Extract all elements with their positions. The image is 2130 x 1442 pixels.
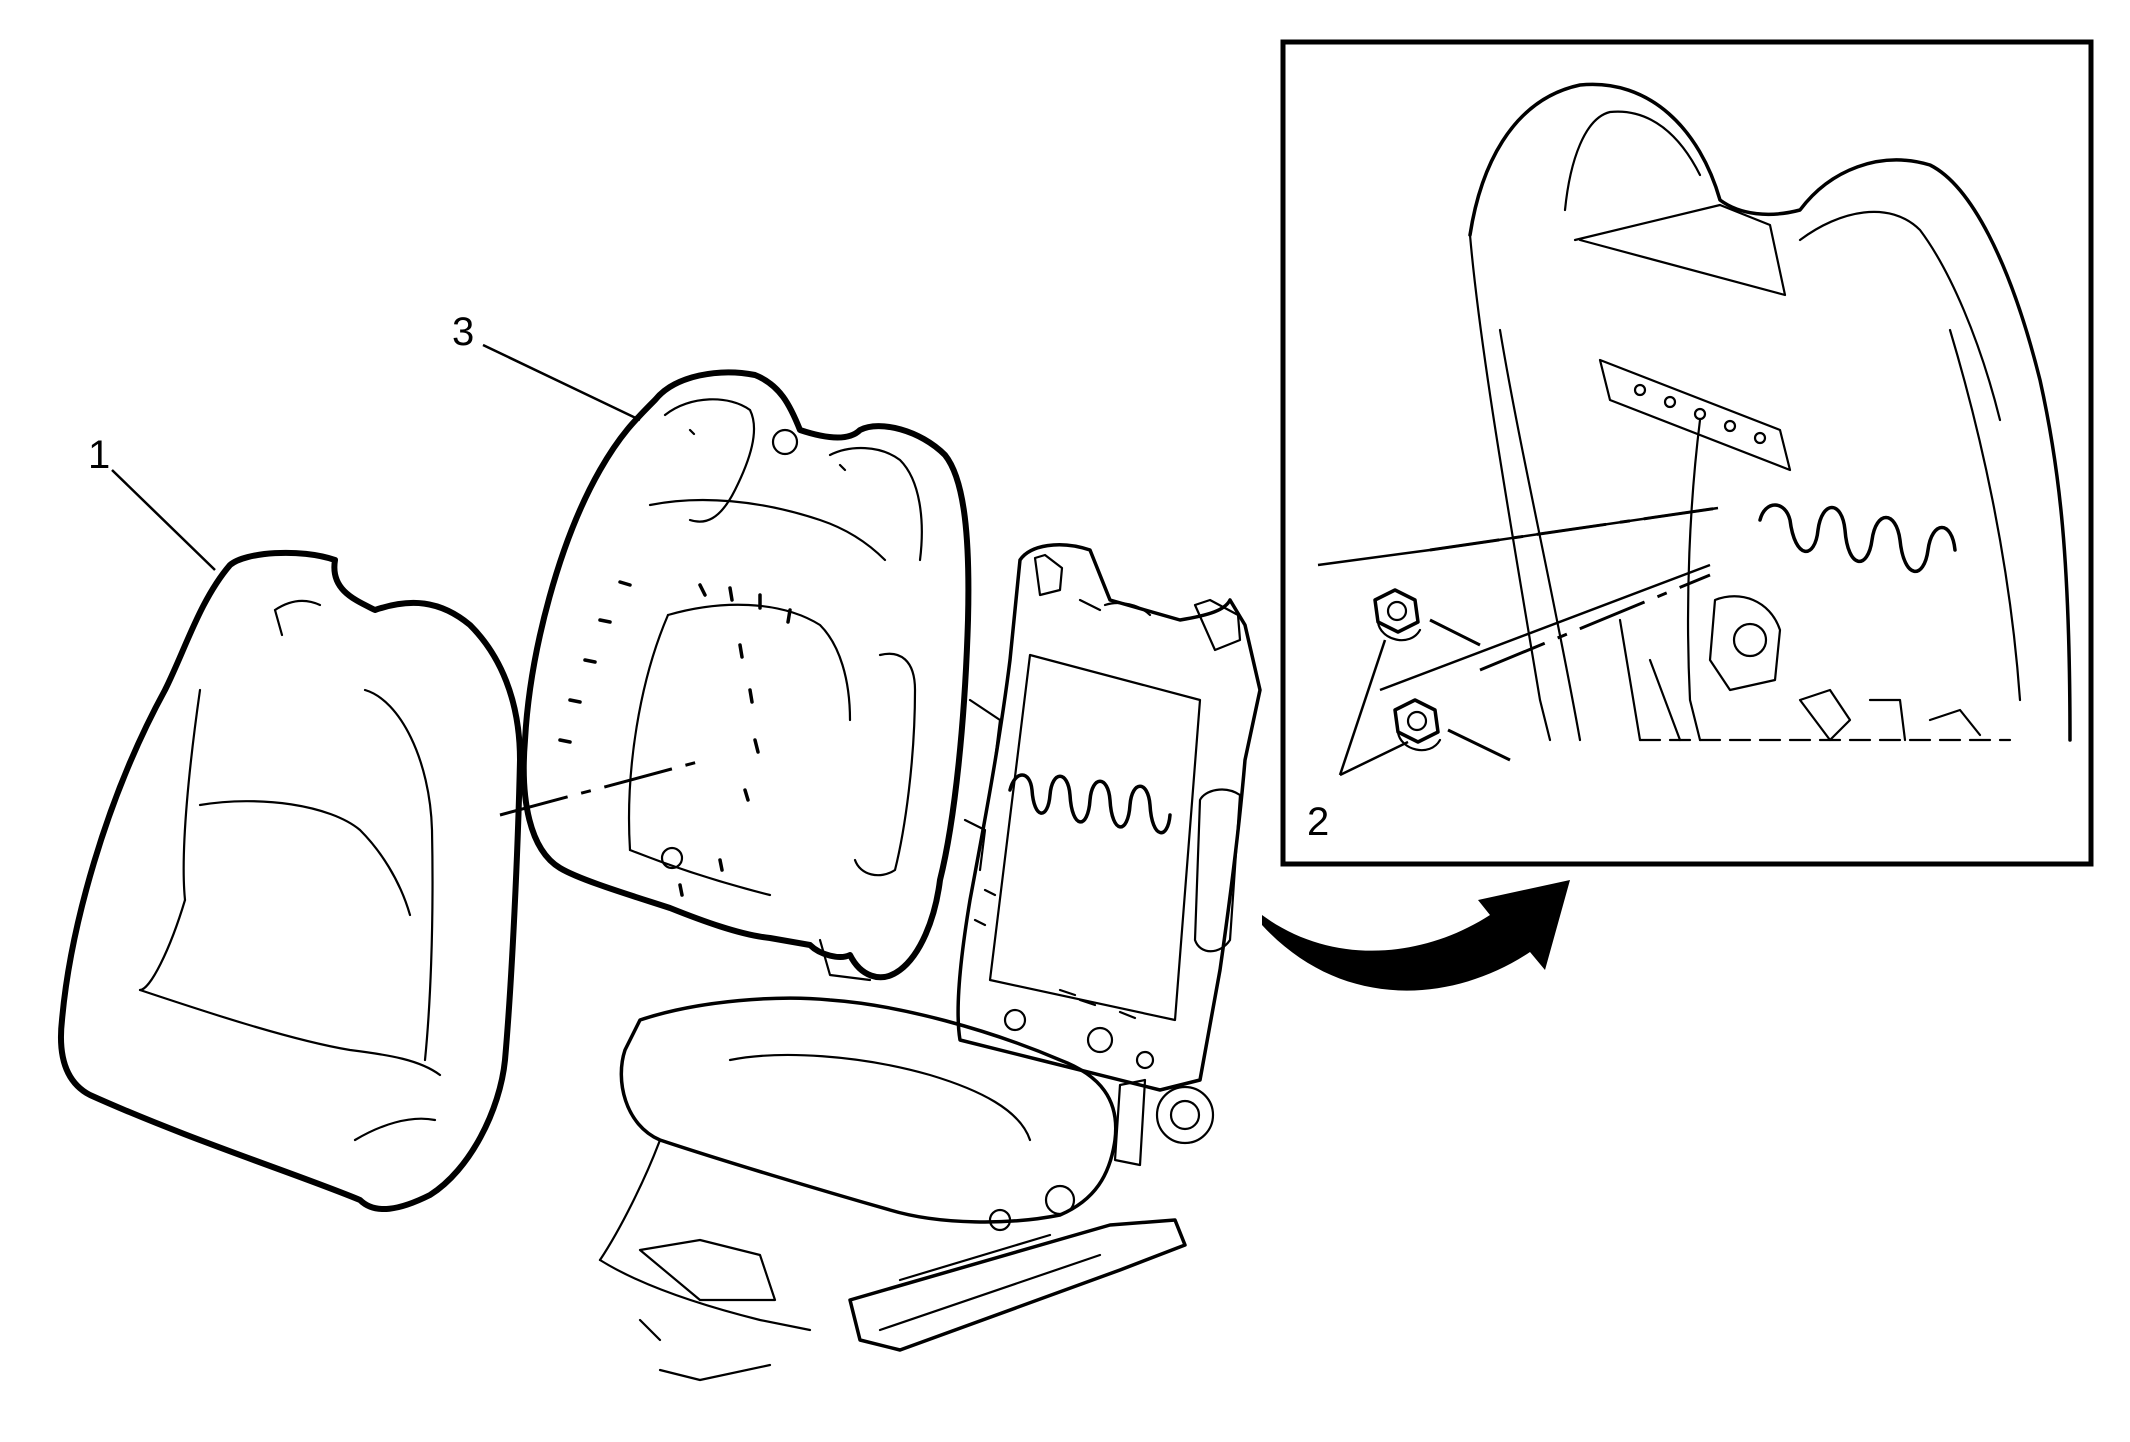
detail-inset bbox=[1280, 39, 2094, 867]
nut-upper bbox=[1373, 588, 1422, 642]
leader-1 bbox=[111, 469, 216, 571]
nut-lower bbox=[1393, 698, 1442, 752]
callout-3: 3 bbox=[452, 310, 474, 354]
leader-3 bbox=[482, 343, 641, 422]
seat-back-pad bbox=[520, 369, 972, 982]
seat-back-cover bbox=[57, 549, 523, 1213]
seat-frame bbox=[598, 543, 1262, 1382]
callout-2: 2 bbox=[1307, 800, 1329, 844]
callout-1: 1 bbox=[88, 433, 110, 477]
zoom-arrow bbox=[1262, 880, 1570, 991]
assembly-line bbox=[499, 758, 706, 817]
